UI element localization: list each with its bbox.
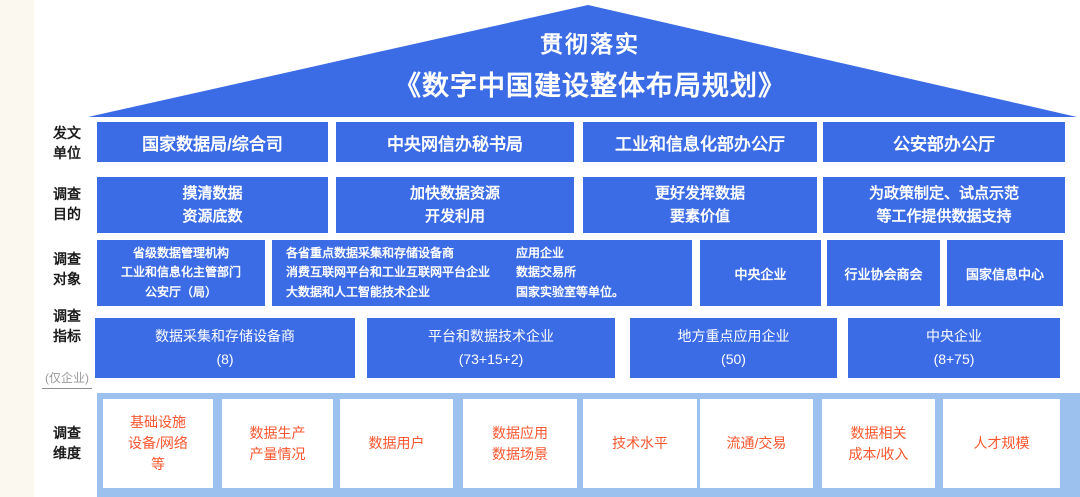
roof-triangle — [88, 5, 1077, 117]
indicator-box-3: 地方重点应用企业 (50) — [630, 318, 837, 378]
left-margin-strip — [0, 0, 34, 497]
target-box-assoc: 行业协会商会 — [827, 240, 940, 306]
purpose-box-3: 更好发挥数据 要素价值 — [583, 177, 817, 233]
roof-title: 贯彻落实 《数字中国建设整体布局规划》 — [240, 25, 940, 103]
dimension-box-1: 基础设施 设备/网络 等 — [103, 399, 213, 488]
row-label-dimensions: 调查 维度 — [53, 425, 81, 462]
row-label-indicators-sub: (仅企业) — [42, 370, 92, 390]
target-box-gov: 省级数据管理机构 工业和信息化主管部门 公安厅（局） — [97, 240, 265, 306]
purpose-box-1: 摸清数据 资源底数 — [97, 177, 328, 233]
target-enterprises-col2: 应用企业 数据交易所 国家实验室等单位。 — [516, 246, 625, 299]
indicator-box-1: 数据采集和存储设备商 (8) — [95, 318, 355, 378]
row-label-issuers: 发文 单位 — [53, 125, 81, 162]
roof-title-line1: 贯彻落实 — [540, 31, 640, 57]
target-box-enterprises: 各省重点数据采集和存储设备商 消费互联网平台和工业互联网平台企业 大数据和人工智… — [272, 240, 692, 306]
dimension-box-8: 人才规模 — [943, 399, 1060, 488]
purpose-box-4: 为政策制定、试点示范 等工作提供数据支持 — [823, 177, 1065, 233]
dimension-box-3: 数据用户 — [340, 399, 453, 488]
issuer-box-4: 公安部办公厅 — [823, 122, 1065, 162]
issuer-box-1: 国家数据局/综合司 — [97, 122, 328, 162]
indicator-box-2: 平台和数据技术企业 (73+15+2) — [367, 318, 615, 378]
dimension-box-4: 数据应用 数据场景 — [463, 399, 577, 488]
dimension-box-2: 数据生产 产量情况 — [222, 399, 333, 488]
roof-title-line2: 《数字中国建设整体布局规划》 — [394, 71, 786, 101]
dimension-box-5: 技术水平 — [583, 399, 697, 488]
row-label-indicators-text: 调查 指标 — [53, 308, 81, 345]
target-box-central: 中央企业 — [700, 240, 821, 306]
purpose-box-2: 加快数据资源 开发利用 — [336, 177, 574, 233]
target-box-nic: 国家信息中心 — [947, 240, 1063, 306]
issuer-box-2: 中央网信办秘书局 — [336, 122, 574, 162]
row-label-purpose: 调查 目的 — [53, 186, 81, 223]
row-label-targets: 调查 对象 — [53, 251, 81, 288]
issuer-box-3: 工业和信息化部办公厅 — [583, 122, 817, 162]
dimension-box-7: 数据相关 成本/收入 — [822, 399, 935, 488]
row-label-indicators: 调查 指标 (仅企业) — [38, 306, 96, 390]
indicator-box-4: 中央企业 (8+75) — [848, 318, 1060, 378]
dimension-box-6: 流通/交易 — [700, 399, 813, 488]
target-enterprises-col1: 各省重点数据采集和存储设备商 消费互联网平台和工业互联网平台企业 大数据和人工智… — [286, 246, 491, 299]
